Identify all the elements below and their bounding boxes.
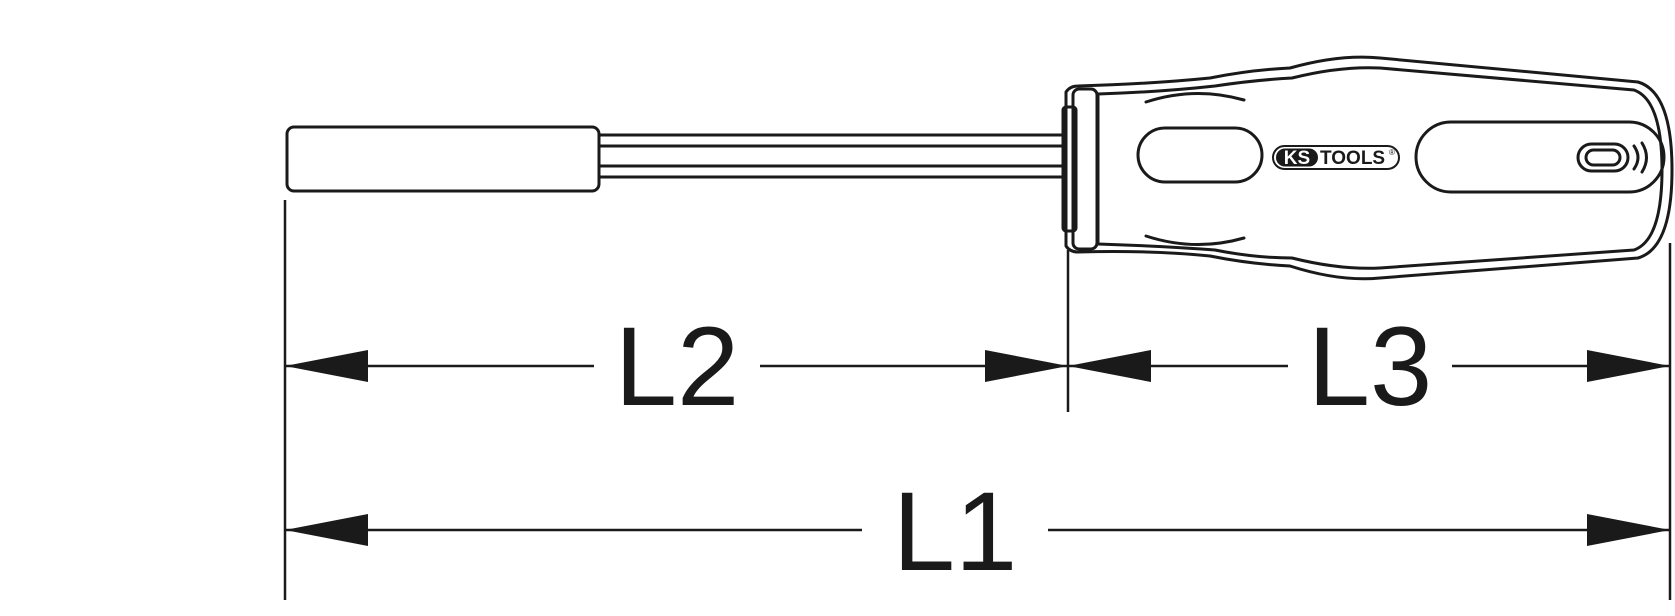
grip-bump-top (1144, 91, 1246, 104)
dimension-l1: L1 (285, 469, 1670, 594)
grip-window-right (1414, 120, 1666, 194)
ks-tools-logo: KS TOOLS ® (1272, 145, 1400, 170)
arrowhead-l2-right (985, 350, 1068, 382)
dimension-label-l2: L2 (615, 304, 740, 429)
logo-tools-text: TOOLS (1320, 148, 1385, 169)
logo-registered-mark: ® (1389, 148, 1395, 157)
logo-ks-text: KS (1284, 148, 1310, 169)
dimension-l2: L2 (285, 304, 1068, 429)
dimension-label-l3: L3 (1308, 304, 1433, 429)
arrowhead-l3-right (1587, 350, 1670, 382)
dimension-label-l1: L1 (893, 469, 1018, 594)
hanging-hole-icon (1576, 141, 1648, 174)
shaft (597, 133, 1066, 179)
grip-bump-bottom (1144, 234, 1246, 247)
handle-body (1064, 55, 1674, 281)
arrowhead-l1-right (1587, 514, 1670, 546)
socket-tip (285, 125, 601, 193)
grip-window-left (1136, 126, 1264, 184)
dimension-l3: L3 (1068, 304, 1670, 429)
handle-ferrule (1061, 105, 1078, 233)
arrowhead-l1-left (285, 514, 368, 546)
arrowhead-l2-left (285, 350, 368, 382)
arrowhead-l3-left (1068, 350, 1151, 382)
